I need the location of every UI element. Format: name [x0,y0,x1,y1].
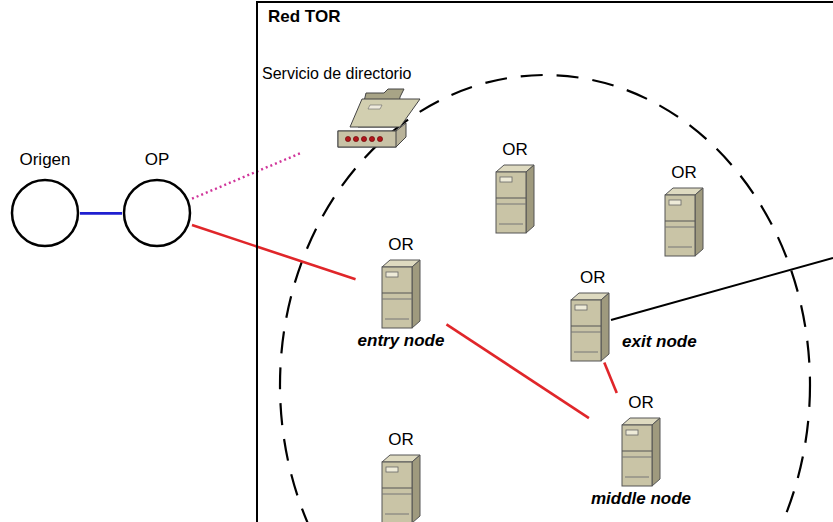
onion-router-node: OR [495,140,535,234]
circuit-line [192,225,356,279]
directory-query-line [192,153,300,199]
server-icon [621,417,661,487]
node-label: OR [500,140,530,160]
node-role-label: entry node [356,331,447,351]
host-circle [122,178,192,248]
node-role-label: exit node [620,332,699,352]
server-icon [381,454,421,522]
server-icon [381,259,421,329]
node-label: OR [626,393,656,413]
host-circle [10,178,80,248]
node-label: Origen [17,150,72,170]
node-label: Red TOR [266,7,342,27]
exit-link [611,258,833,320]
circuit-line [446,324,588,418]
node-label: OP [143,150,172,170]
onion-router-node: OR middle node [589,393,693,510]
network-region: Servicio de directorioORORORentry nodeOR… [256,1,833,522]
host-node: OP [122,150,192,248]
host-node: Origen [10,150,80,248]
circuit-line [604,362,616,393]
server-icon [495,164,535,234]
node-label: OR [386,430,416,450]
node-label: OR [578,268,608,288]
node-label: OR [386,235,416,255]
node-label: Servicio de directorio [260,64,413,83]
server-icon [664,187,704,257]
server-icon [570,292,610,362]
node-label: OR [669,163,699,183]
blue-link [80,212,122,215]
tor-network-boundary [280,75,810,522]
onion-router-node: OR exit node [570,268,699,362]
directory-server-icon [336,87,422,153]
directory-node: Servicio de directorio [260,64,422,153]
onion-router-node: OR [664,163,704,257]
node-role-label: middle node [589,489,693,509]
onion-router-node: OR [381,430,421,522]
onion-router-node: OR entry node [356,235,447,352]
